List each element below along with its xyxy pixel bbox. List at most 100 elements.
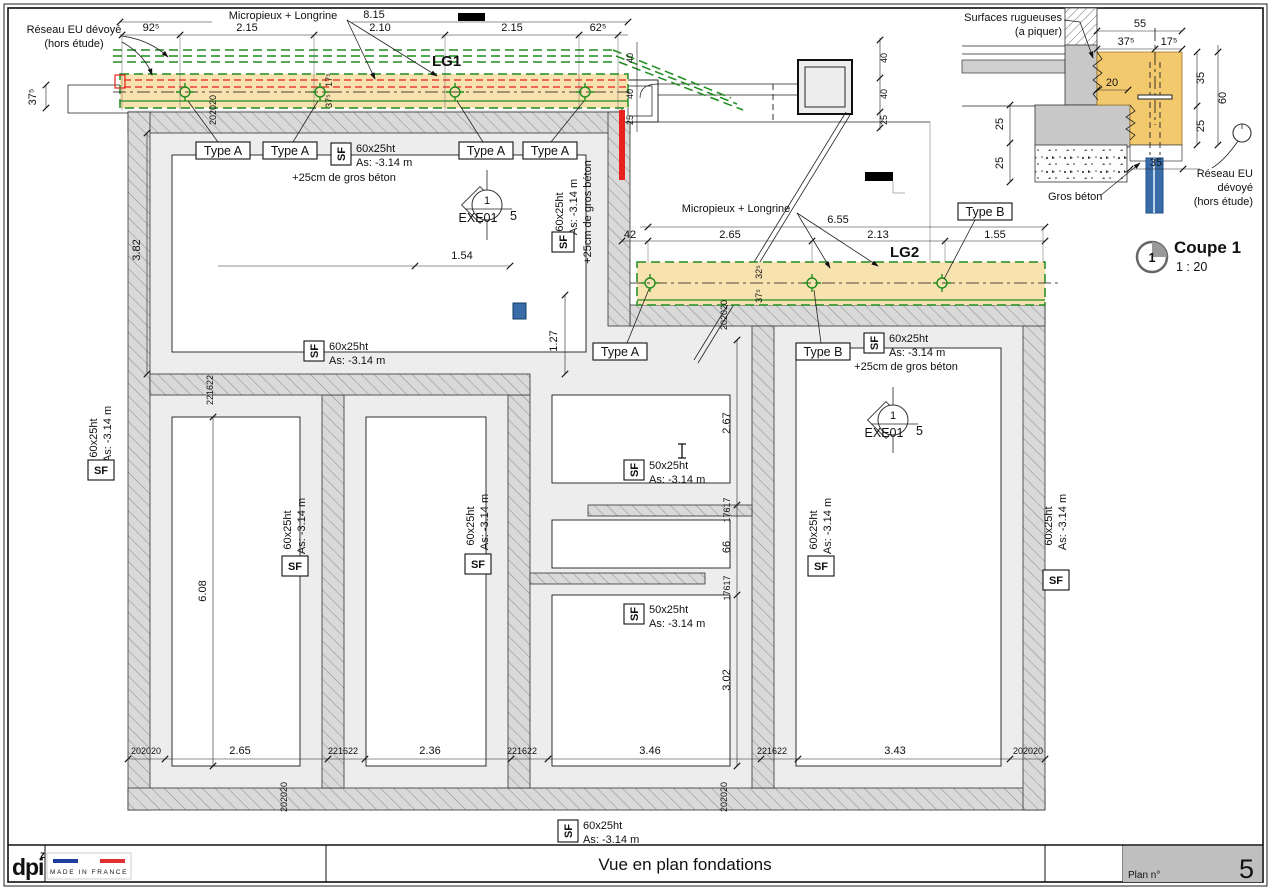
dim: 202020 bbox=[719, 782, 729, 812]
dim: 221622 bbox=[328, 746, 358, 756]
foundation-plan: Réseau EU dévoyé (hors étude) Micropieux… bbox=[27, 9, 1070, 846]
note-size: 60x25ht bbox=[356, 143, 395, 155]
badge-blue-bar bbox=[53, 859, 78, 863]
dim: 40 bbox=[625, 89, 635, 99]
note-size: 60x25ht bbox=[554, 192, 566, 231]
label-lg2: LG2 bbox=[890, 244, 919, 261]
sf-tag: SF bbox=[309, 344, 321, 358]
dim: 1.54 bbox=[451, 250, 472, 262]
note-size: 60x25ht bbox=[329, 341, 368, 353]
exe-sheet: 5 bbox=[510, 209, 517, 223]
dim: 40 bbox=[879, 89, 889, 99]
label-reseau-coupe-3: (hors étude) bbox=[1194, 196, 1253, 208]
dim: 2.36 bbox=[419, 745, 440, 757]
sf-note-vertical: 60x25ht As: -3.14 m +25cm de gros béton … bbox=[551, 160, 594, 264]
logo-letter-p: p bbox=[25, 854, 39, 880]
dim: 66 bbox=[721, 541, 733, 553]
dim: 17617 bbox=[722, 497, 732, 522]
sf-note: SF 60x25ht As: -3.14 m +25cm de gros bét… bbox=[292, 142, 412, 184]
wall-above bbox=[1064, 7, 1098, 47]
note-size: 60x25ht bbox=[1043, 506, 1055, 545]
dim: 40 bbox=[879, 53, 889, 63]
sf-tag: SF bbox=[336, 147, 348, 161]
logo-letter-d: d bbox=[12, 854, 26, 880]
dim: 3.46 bbox=[639, 745, 660, 757]
slab-edge bbox=[961, 59, 1066, 74]
sf-tag: SF bbox=[1049, 575, 1063, 587]
micropile-symbols-lg2 bbox=[641, 274, 951, 292]
concrete-wall bbox=[1064, 44, 1098, 106]
made-in-france-badge: MADE IN FRANCE bbox=[46, 852, 132, 880]
sf-note: SF 60x25ht As: -3.14 m +25cm de gros bét… bbox=[854, 332, 958, 373]
note-size: 60x25ht bbox=[465, 506, 477, 545]
note-size: 60x25ht bbox=[282, 510, 294, 549]
note-level: As: -3.14 m bbox=[356, 157, 412, 169]
section-mark-2 bbox=[865, 172, 893, 181]
leader-lines bbox=[121, 19, 976, 344]
label-lg1: LG1 bbox=[432, 53, 461, 70]
coupe-title-text: Coupe 1 bbox=[1174, 238, 1241, 257]
dim-lg2-total: 6.55 bbox=[827, 214, 848, 226]
walls bbox=[127, 111, 1046, 811]
lg1-band bbox=[113, 73, 630, 109]
sf-tag: SF bbox=[558, 235, 570, 249]
sf-note: SF 60x25ht As: -3.14 m bbox=[557, 819, 639, 846]
dimension-lines bbox=[42, 18, 1049, 770]
label-reseau-eu-1: Réseau EU dévoyé bbox=[27, 24, 122, 36]
dim: 202020 bbox=[131, 746, 161, 756]
dim: 17⁵ bbox=[1161, 36, 1178, 48]
sf-tag: SF bbox=[94, 465, 108, 477]
dim: 2.10 bbox=[369, 22, 390, 34]
dim: 55 bbox=[1134, 18, 1146, 30]
dim: 25 bbox=[879, 115, 889, 125]
dim: 25 bbox=[1195, 120, 1207, 132]
note-gros: +25cm de gros béton bbox=[854, 361, 958, 373]
dim: 221622 bbox=[507, 746, 537, 756]
label-micropieux-lg1: Micropieux + Longrine bbox=[229, 10, 338, 22]
sf-note-vertical: 60x25ht As: -3.14 m SF bbox=[1042, 494, 1070, 591]
title-block: d p i z MADE IN FRANCE Vue en plan fonda… bbox=[8, 844, 1263, 884]
dim: 1.27 bbox=[548, 330, 560, 351]
dim: 37⁵ bbox=[27, 89, 39, 106]
tag-type-a: Type A bbox=[204, 144, 243, 158]
note-size: 50x25ht bbox=[649, 460, 688, 472]
label-micropieux-lg2: Micropieux + Longrine bbox=[682, 203, 791, 215]
note-gros: +25cm de gros béton bbox=[292, 172, 396, 184]
column-marker bbox=[512, 302, 527, 320]
dim: 202020 bbox=[279, 782, 289, 812]
dim: 1.55 bbox=[984, 229, 1005, 241]
exe-index: 1 bbox=[484, 195, 490, 207]
dim: 37⁵ bbox=[1118, 36, 1135, 48]
exe-symbol: 1 EXE01 5 bbox=[459, 170, 517, 240]
dim: 17617 bbox=[722, 575, 732, 600]
exe-sheet: 5 bbox=[916, 424, 923, 438]
note-level: As: -3.14 m bbox=[296, 498, 308, 554]
sf-tag: SF bbox=[563, 824, 575, 838]
dim: 3.82 bbox=[131, 239, 143, 260]
note-level: As: -3.14 m bbox=[479, 494, 491, 550]
dim: 2.65 bbox=[719, 229, 740, 241]
dim: 37⁵ bbox=[754, 289, 764, 303]
note-size: 60x25ht bbox=[583, 820, 622, 832]
coupe-scale: 1 : 20 bbox=[1176, 260, 1207, 274]
label-reseau-coupe-1: Réseau EU bbox=[1197, 168, 1253, 180]
dim: 20 bbox=[1106, 77, 1118, 89]
coupe-title: 1 Coupe 1 1 : 20 bbox=[1135, 238, 1241, 274]
logo-sup-z: z bbox=[40, 850, 45, 861]
dim: 2.67 bbox=[721, 412, 733, 433]
dim: 2.13 bbox=[867, 229, 888, 241]
note-size: 60x25ht bbox=[88, 418, 100, 457]
dim: 62⁵ bbox=[590, 22, 607, 34]
red-marker bbox=[619, 110, 625, 180]
exe-symbol: 1 EXE01 5 bbox=[865, 387, 923, 453]
sf-note-vertical: 60x25ht As: -3.14 m SF bbox=[281, 498, 309, 577]
dim: 202020 bbox=[719, 300, 729, 330]
note-level: As: -3.14 m bbox=[329, 355, 385, 367]
label-reseau-coupe-2: dévoyé bbox=[1218, 182, 1253, 194]
sf-note: SF 50x25ht As: -3.14 m bbox=[623, 603, 705, 630]
label-surfaces-1: Surfaces rugueuses bbox=[964, 12, 1062, 24]
dim: 2.15 bbox=[501, 22, 522, 34]
sf-tag: SF bbox=[869, 336, 881, 350]
section-mark-1 bbox=[458, 13, 485, 21]
